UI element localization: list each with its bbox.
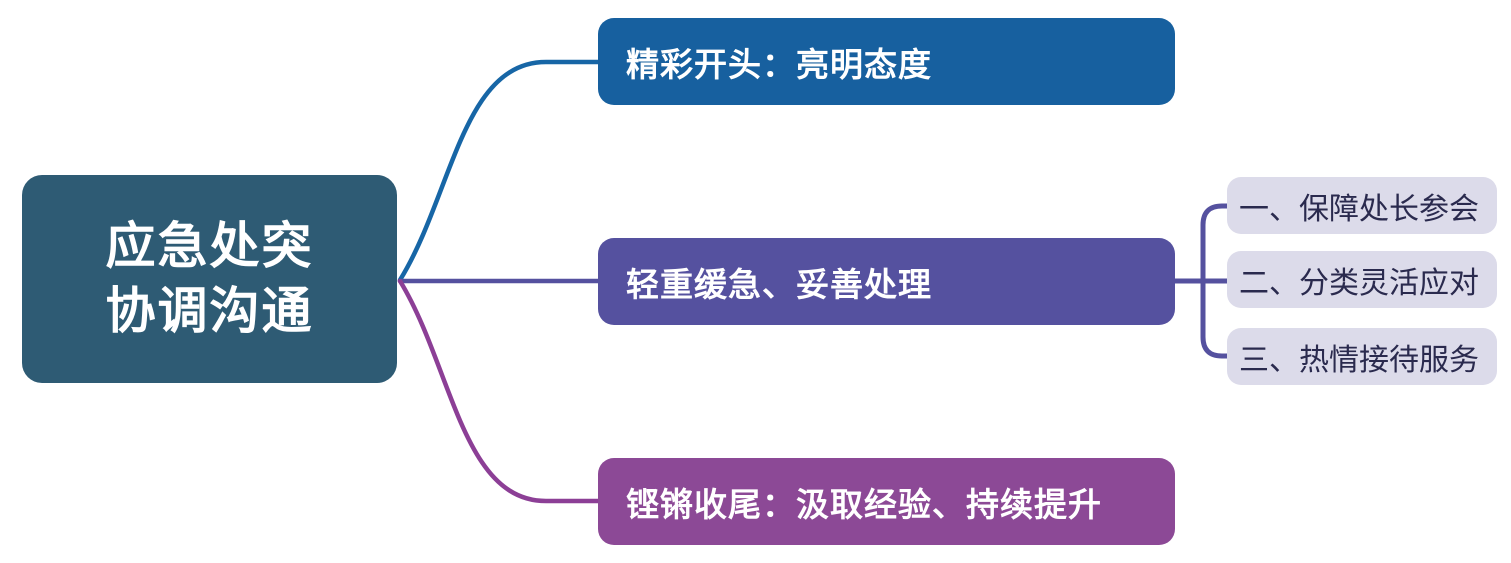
branch-node-handling-label: 轻重缓急、妥善处理 bbox=[626, 265, 932, 303]
link-branch2-children-bracket bbox=[1172, 203, 1230, 359]
link-root-branch3 bbox=[397, 278, 603, 504]
link-root-branch1 bbox=[397, 59, 603, 283]
subnode-1-label: 一、保障处长参会 bbox=[1239, 192, 1479, 226]
subnode-2[interactable]: 二、分类灵活应对 bbox=[1227, 251, 1497, 308]
root-node-label-line2: 协调沟通 bbox=[105, 283, 314, 339]
root-node[interactable]: 应急处突 协调沟通 bbox=[22, 175, 397, 383]
subnode-3[interactable]: 三、热情接待服务 bbox=[1227, 328, 1497, 385]
branch-node-opening[interactable]: 精彩开头：亮明态度 bbox=[598, 18, 1175, 105]
root-node-label-line1: 应急处突 bbox=[105, 218, 314, 274]
branch-node-opening-label: 精彩开头：亮明态度 bbox=[626, 45, 932, 83]
branch-node-closing-label: 铿锵收尾：汲取经验、持续提升 bbox=[626, 485, 1102, 523]
subnode-1[interactable]: 一、保障处长参会 bbox=[1227, 177, 1497, 234]
subnode-2-label: 二、分类灵活应对 bbox=[1239, 266, 1479, 300]
subnode-3-label: 三、热情接待服务 bbox=[1239, 343, 1479, 377]
branch-node-handling[interactable]: 轻重缓急、妥善处理 bbox=[598, 238, 1175, 325]
branch-node-closing[interactable]: 铿锵收尾：汲取经验、持续提升 bbox=[598, 458, 1175, 545]
